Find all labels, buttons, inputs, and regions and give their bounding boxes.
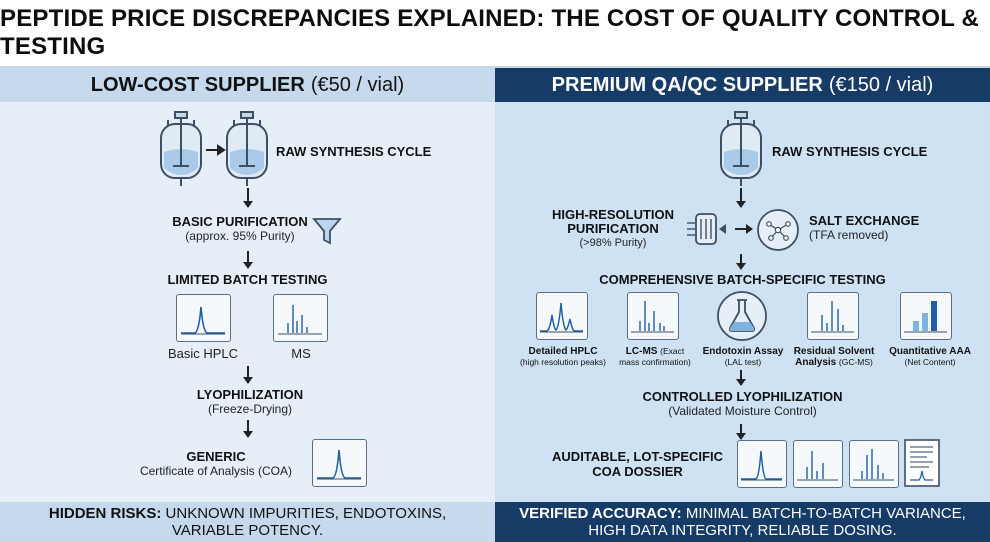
premium-header-name: PREMIUM QA/QC SUPPLIER [551, 73, 823, 96]
molecule-icon [757, 209, 799, 251]
filter-column-icon [687, 213, 726, 245]
premium-coa-title-l2: COA DOSSIER [592, 464, 683, 479]
low-cost-step-synthesis: RAW SYNTHESIS CYCLE [276, 144, 432, 159]
chromatogram-icon [737, 440, 787, 488]
chromatogram-icon [312, 439, 367, 487]
premium-test-aaa: Quantitative AAA (Net Content) [880, 346, 980, 368]
premium-step-synthesis: RAW SYNTHESIS CYCLE [772, 144, 928, 159]
low-cost-coa-title: GENERIC [186, 449, 246, 464]
low-cost-test-ms: MS [291, 346, 311, 361]
premium-purification-sub: (>98% Purity) [579, 237, 647, 249]
funnel-icon [312, 218, 342, 245]
low-cost-coa-sub: Certificate of Analysis (COA) [139, 464, 293, 478]
chromatogram-icon [176, 294, 231, 342]
low-cost-purification-sub: (approx. 95% Purity) [185, 229, 295, 243]
arrow-down-icon [736, 188, 746, 208]
arrow-down-icon [243, 188, 253, 208]
bar-chart-icon [900, 292, 952, 340]
reactor-vessel-icon [160, 111, 268, 186]
low-cost-header: LOW-COST SUPPLIER (€50 / vial) [0, 68, 495, 102]
low-cost-step-purification: BASIC PURIFICATION (approx. 95% Purity) [165, 214, 315, 243]
mass-spectrum-icon [793, 440, 843, 488]
reactor-vessel-icon [720, 111, 762, 186]
premium-test-endotoxin-sub: (LAL test) [724, 357, 762, 367]
premium-test-endotoxin: Endotoxin Assay (LAL test) [698, 346, 788, 368]
low-cost-step-lyophilization: LYOPHILIZATION (Freeze-Drying) [160, 387, 340, 416]
premium-step-lyophilization: CONTROLLED LYOPHILIZATION (Validated Moi… [605, 389, 880, 418]
chromatogram-icon [536, 292, 588, 340]
low-cost-footer: HIDDEN RISKS: UNKNOWN IMPURITIES, ENDOTO… [0, 502, 495, 542]
mass-spectrum-icon [849, 440, 899, 488]
premium-test-solvent-title2: Analysis [795, 357, 837, 368]
low-cost-lyo-sub: (Freeze-Drying) [207, 402, 292, 416]
arrow-down-icon [736, 254, 746, 270]
premium-lyo-title: CONTROLLED LYOPHILIZATION [642, 389, 843, 404]
arrow-down-icon [736, 424, 746, 440]
mass-spectrum-icon [807, 292, 859, 340]
premium-footer-bold: VERIFIED ACCURACY: [519, 505, 682, 522]
flask-icon [717, 291, 767, 341]
mass-spectrum-icon [273, 294, 328, 342]
premium-header-price: (€150 / vial) [828, 73, 934, 96]
premium-test-hplc: Detailed HPLC (high resolution peaks) [513, 346, 613, 368]
arrow-down-icon [243, 251, 253, 269]
premium-panel: PREMIUM QA/QC SUPPLIER (€150 / vial) RAW… [495, 68, 990, 542]
premium-footer-line2: HIGH DATA INTEGRITY, RELIABLE DOSING. [588, 522, 897, 539]
premium-salt-title: SALT EXCHANGE [809, 213, 920, 228]
premium-test-lcms: LC-MS (Exact mass confirmation) [607, 346, 703, 368]
premium-salt-sub: (TFA removed) [809, 228, 889, 242]
low-cost-header-name: LOW-COST SUPPLIER [90, 73, 305, 96]
premium-step-testing: COMPREHENSIVE BATCH-SPECIFIC TESTING [599, 272, 886, 287]
premium-purification-title-l1: HIGH-RESOLUTION [551, 207, 675, 222]
premium-test-solvent-sub: (GC-MS) [838, 357, 873, 367]
premium-footer: VERIFIED ACCURACY: MINIMAL BATCH-TO-BATC… [495, 502, 990, 542]
premium-test-endotoxin-title: Endotoxin Assay [702, 346, 784, 357]
premium-lyo-sub: (Validated Moisture Control) [668, 404, 817, 418]
premium-test-lcms-sub-inline: (Exact [660, 346, 685, 356]
premium-step-salt-exchange: SALT EXCHANGE (TFA removed) [809, 213, 919, 242]
premium-step-purification: HIGH-RESOLUTION PURIFICATION (>98% Purit… [543, 208, 683, 250]
arrow-down-icon [243, 420, 253, 438]
low-cost-header-price: (€50 / vial) [310, 73, 405, 96]
low-cost-footer-rest: UNKNOWN IMPURITIES, ENDOTOXINS, [165, 505, 447, 522]
low-cost-step-coa: GENERIC Certificate of Analysis (COA) [126, 449, 306, 478]
low-cost-footer-bold: HIDDEN RISKS: [48, 505, 162, 522]
premium-test-hplc-title: Detailed HPLC [528, 346, 598, 357]
low-cost-lyo-title: LYOPHILIZATION [196, 387, 304, 402]
arrow-down-icon [736, 370, 746, 386]
premium-footer-rest: MINIMAL BATCH-TO-BATCH VARIANCE, [685, 505, 966, 522]
premium-coa-title-l1: AUDITABLE, LOT-SPECIFIC [552, 449, 723, 464]
arrow-right-icon [735, 224, 753, 234]
premium-purification-title-l2: PURIFICATION [567, 221, 659, 236]
premium-test-lcms-title: LC-MS [625, 346, 658, 357]
premium-test-aaa-sub: (Net Content) [904, 357, 956, 367]
low-cost-footer-line2: VARIABLE POTENCY. [171, 522, 324, 539]
premium-test-solvent-title: Residual Solvent [793, 346, 875, 357]
premium-test-aaa-title: Quantitative AAA [889, 346, 971, 357]
premium-header: PREMIUM QA/QC SUPPLIER (€150 / vial) [495, 68, 990, 102]
premium-test-hplc-sub: (high resolution peaks) [520, 357, 606, 367]
low-cost-step-testing: LIMITED BATCH TESTING [167, 272, 328, 287]
page-title: PEPTIDE PRICE DISCREPANCIES EXPLAINED: T… [0, 0, 990, 68]
arrow-down-icon [243, 366, 253, 384]
document-icon [904, 439, 940, 487]
premium-step-coa: AUDITABLE, LOT-SPECIFIC COA DOSSIER [545, 449, 730, 479]
premium-test-residual-solvent: Residual Solvent Analysis (GC-MS) [789, 346, 879, 368]
mass-spectrum-icon [627, 292, 679, 340]
low-cost-test-hplc: Basic HPLC [167, 346, 239, 361]
low-cost-panel: LOW-COST SUPPLIER (€50 / vial) RAW SYNTH… [0, 68, 495, 542]
premium-test-lcms-sub: mass confirmation) [619, 357, 691, 367]
low-cost-purification-title: BASIC PURIFICATION [172, 214, 308, 229]
